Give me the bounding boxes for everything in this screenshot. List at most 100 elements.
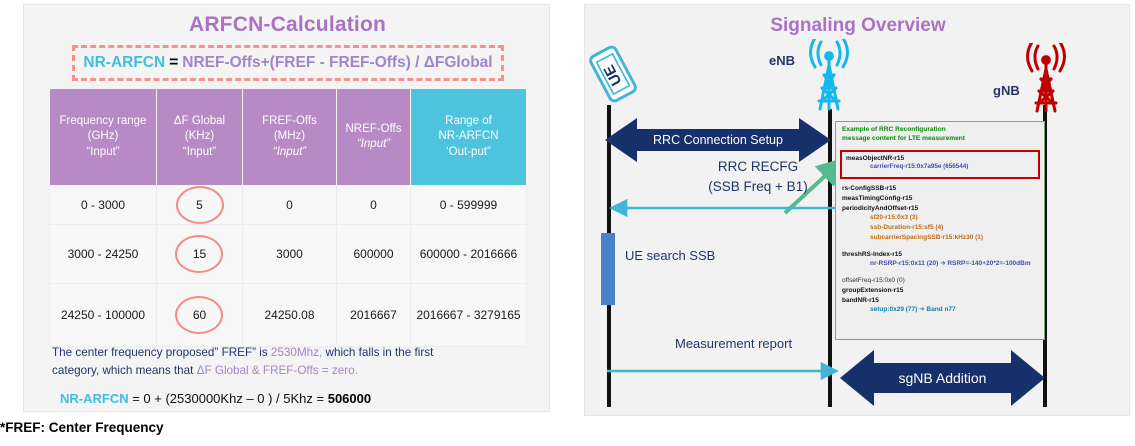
msg-line: sf20-r15:0x3 (3): [870, 214, 918, 222]
msg-gap: [836, 269, 1044, 276]
ue-phone-icon: UE: [585, 43, 641, 105]
cell-range: 0 - 599999: [410, 185, 527, 225]
col-header-nref-offs: NREF-Offs “Input”: [336, 88, 411, 186]
msg-gap: [836, 243, 1044, 250]
msg-line: subcarrierSpacingSSB-r15:kHz30 (1): [870, 233, 984, 241]
cell-df-global: 15: [156, 224, 243, 284]
cell-range: 600000 - 2016666: [410, 224, 527, 284]
fref-footnote: *FREF: Center Frequency: [0, 420, 164, 435]
header-line3: “Input”: [272, 145, 307, 158]
signaling-card: Signaling Overview UE: [584, 4, 1130, 416]
header-line2: (GHz): [87, 130, 119, 143]
msgbox-title: Example of RRC Reconfiguration message c…: [836, 122, 1044, 146]
green-pointer-arrow: [783, 157, 847, 215]
circled-value: 60: [192, 308, 207, 322]
result-value: 506000: [327, 391, 372, 406]
arrow-label-sgnb-addition: sgNB Addition: [898, 370, 987, 386]
table-row: 0 - 3000 5 0 0 0 - 599999: [49, 185, 527, 225]
msg-line: rs-ConfigSSB-r15: [842, 185, 897, 192]
meas-object-name: measObjectNR-r15: [846, 155, 905, 162]
arrow-sgnb-addition: sgNB Addition: [840, 350, 1045, 406]
msg-line: ssb-Duration-r15:sf5 (4): [870, 224, 944, 231]
header-line1: Frequency range: [59, 115, 147, 128]
header-line3: “Input”: [86, 145, 120, 158]
table-row: 24250 - 100000 60 24250.08 2016667 20166…: [49, 283, 527, 347]
col-header-frequency-range: Frequency range (GHz) “Input”: [49, 88, 157, 186]
arfcn-formula-box: NR-ARFCN = NREF-Offs+(FREF - FREF-Offs) …: [72, 45, 504, 81]
node-label-enb: eNB: [769, 53, 796, 68]
recfg-line1: RRC RECFG: [717, 159, 799, 174]
arrow-label-rrc-recfg: RRC RECFG (SSB Freq + B1): [673, 157, 843, 196]
gnb-tower-icon: [1015, 40, 1077, 120]
explanation-note: The center frequency proposed” FREF” is …: [52, 344, 522, 380]
label-ue-search-ssb: UE search SSB: [625, 248, 716, 263]
arrow-label-rrc-connection-setup: RRC Connection Setup: [653, 133, 783, 147]
header-line3: “Input”: [182, 145, 217, 158]
header-line2: (MHz): [273, 130, 306, 143]
cell-frequency-range: 3000 - 24250: [49, 224, 157, 284]
note-highlight-2: ΔF Global & FREF-Offs = zero.: [196, 364, 358, 378]
arfcn-table: Frequency range (GHz) “Input” ΔF Global …: [49, 88, 527, 347]
note-highlight-1: 2530Mhz,: [270, 346, 323, 359]
header-line1: Range of: [445, 115, 492, 128]
enb-tower-icon: [798, 36, 860, 118]
cell-frequency-range: 0 - 3000: [49, 185, 157, 225]
signaling-overview-panel: Signaling Overview UE: [580, 0, 1135, 446]
header-line1: FREF-Offs: [262, 115, 317, 128]
header-line1: ΔF Global: [173, 115, 226, 128]
note-text-1: The center frequency proposed” FREF” is: [52, 346, 271, 359]
msg-line: threshRS-Index-r15: [842, 250, 902, 258]
msgbox-title-line1: Example of RRC Reconfiguration: [842, 126, 946, 133]
node-label-gnb: gNB: [993, 83, 1020, 98]
cell-range: 2016667 - 3279165: [410, 283, 527, 347]
formula-expression: NREF-Offs+(FREF - FREF-Offs) / ΔFGlobal: [182, 54, 493, 71]
formula-equals: =: [169, 54, 179, 71]
msgbox-title-line2: message content for LTE measurement: [842, 134, 965, 142]
cell-fref-offs: 3000: [242, 224, 337, 284]
circled-value: 15: [192, 247, 207, 261]
rrc-message-box: Example of RRC Reconfiguration message c…: [835, 121, 1045, 340]
col-header-df-global: ΔF Global (KHz) “Input”: [156, 88, 243, 186]
msg-line: offsetFreq-r15:0x0 (0): [842, 277, 905, 284]
result-line: NR-ARFCN = 0 + (2530000Khz – 0 ) / 5Khz …: [60, 391, 371, 406]
arfcn-calculation-panel: ARFCN-Calculation NR-ARFCN = NREF-Offs+(…: [0, 0, 574, 446]
msg-line: bandNR-r15: [842, 296, 879, 304]
cell-nref-offs: 2016667: [336, 283, 411, 347]
result-term: NR-ARFCN: [60, 391, 129, 406]
cell-nref-offs: 600000: [336, 224, 411, 284]
header-line1: NREF-Offs: [345, 122, 402, 135]
msg-line: nr-RSRP-r15:0x11 (20) ➔ RSRP=-140+20*2=-…: [870, 260, 1031, 268]
table-row: 3000 - 24250 15 3000 600000 600000 - 201…: [49, 224, 527, 284]
arrow-rrc-recfg: [603, 197, 843, 219]
msg-line: periodicityAndOffset-r15: [842, 204, 919, 212]
col-header-fref-offs: FREF-Offs (MHz) “Input”: [242, 88, 337, 186]
arrow-rrc-connection-setup: RRC Connection Setup: [605, 118, 831, 162]
ue-activation-bar: [601, 233, 615, 305]
note-text-3: category, which means that: [52, 364, 197, 378]
header-line3: ‘Out-put”: [446, 145, 491, 158]
msg-line: groupExtension-r15: [842, 286, 904, 294]
cell-fref-offs: 24250.08: [242, 283, 337, 347]
cell-df-global: 5: [156, 185, 243, 225]
header-line2: (KHz): [184, 130, 215, 143]
cell-fref-offs: 0: [242, 185, 337, 225]
formula-term: NR-ARFCN: [83, 54, 166, 71]
msgbox-body: rs-ConfigSSB-r15 measTimingConfig-r15 pe…: [836, 184, 1044, 315]
cell-df-global: 60: [156, 283, 243, 347]
col-header-range-nr-arfcn: Range of NR-ARFCN ‘Out-put”: [410, 88, 527, 186]
gnb-lifeline: [1043, 105, 1047, 407]
highlighted-meas-object: measObjectNR-r15 carrierFreq-r15:0x7a95e…: [840, 150, 1040, 179]
cell-nref-offs: 0: [336, 185, 411, 225]
header-line2: NR-ARFCN: [438, 130, 499, 143]
enb-lifeline: [828, 109, 832, 407]
signaling-title: Signaling Overview: [770, 15, 946, 36]
table-header-row: Frequency range (GHz) “Input” ΔF Global …: [49, 88, 527, 186]
header-line3: “Input”: [356, 138, 391, 150]
page-title: ARFCN-Calculation: [188, 13, 387, 36]
note-text-2: which falls in the first: [322, 346, 434, 359]
result-expression: = 0 + (2530000Khz – 0 ) / 5Khz =: [128, 391, 328, 406]
circled-value: 5: [196, 198, 203, 212]
msg-line: setup:0x29 (77) ➔ Band n77: [870, 306, 956, 314]
arfcn-card: ARFCN-Calculation NR-ARFCN = NREF-Offs+(…: [23, 4, 550, 412]
arrow-label-measurement-report: Measurement report: [675, 336, 793, 351]
